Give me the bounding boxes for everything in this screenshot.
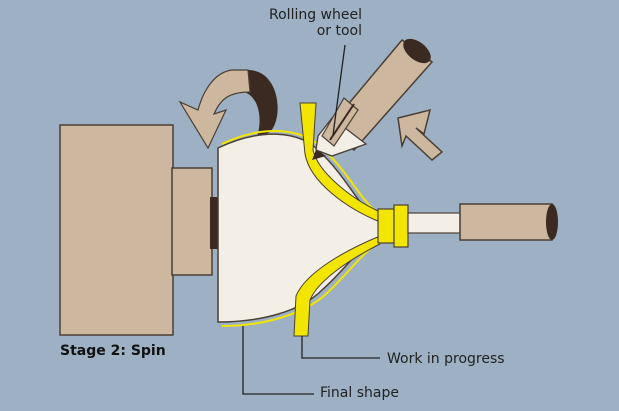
tailstock-rod (407, 212, 461, 234)
wip-leader-line (301, 336, 380, 359)
rolling-tool-label-line2: or tool (316, 23, 362, 40)
spindle (171, 167, 213, 276)
final-leader-line (242, 326, 314, 395)
feed-arrow-icon (397, 108, 444, 161)
headstock-block (59, 124, 174, 336)
tailstock-clamp (377, 208, 395, 244)
tool-leader-line (332, 44, 346, 136)
final-shape-label: Final shape (320, 385, 399, 401)
rolling-tool-label-line1: Rolling wheel (269, 7, 362, 23)
work-in-progress-blank-lower (293, 235, 381, 337)
tailstock-pad (393, 204, 409, 248)
work-in-progress-label: Work in progress (387, 351, 505, 367)
tailstock-end (546, 204, 558, 240)
rotation-arrow-icon (178, 69, 278, 150)
tailstock-body (459, 203, 553, 241)
rolling-tool-label: Rolling wheel or tool (240, 7, 362, 39)
rolling-tool (312, 38, 434, 160)
stage-label: Stage 2: Spin (60, 343, 166, 359)
